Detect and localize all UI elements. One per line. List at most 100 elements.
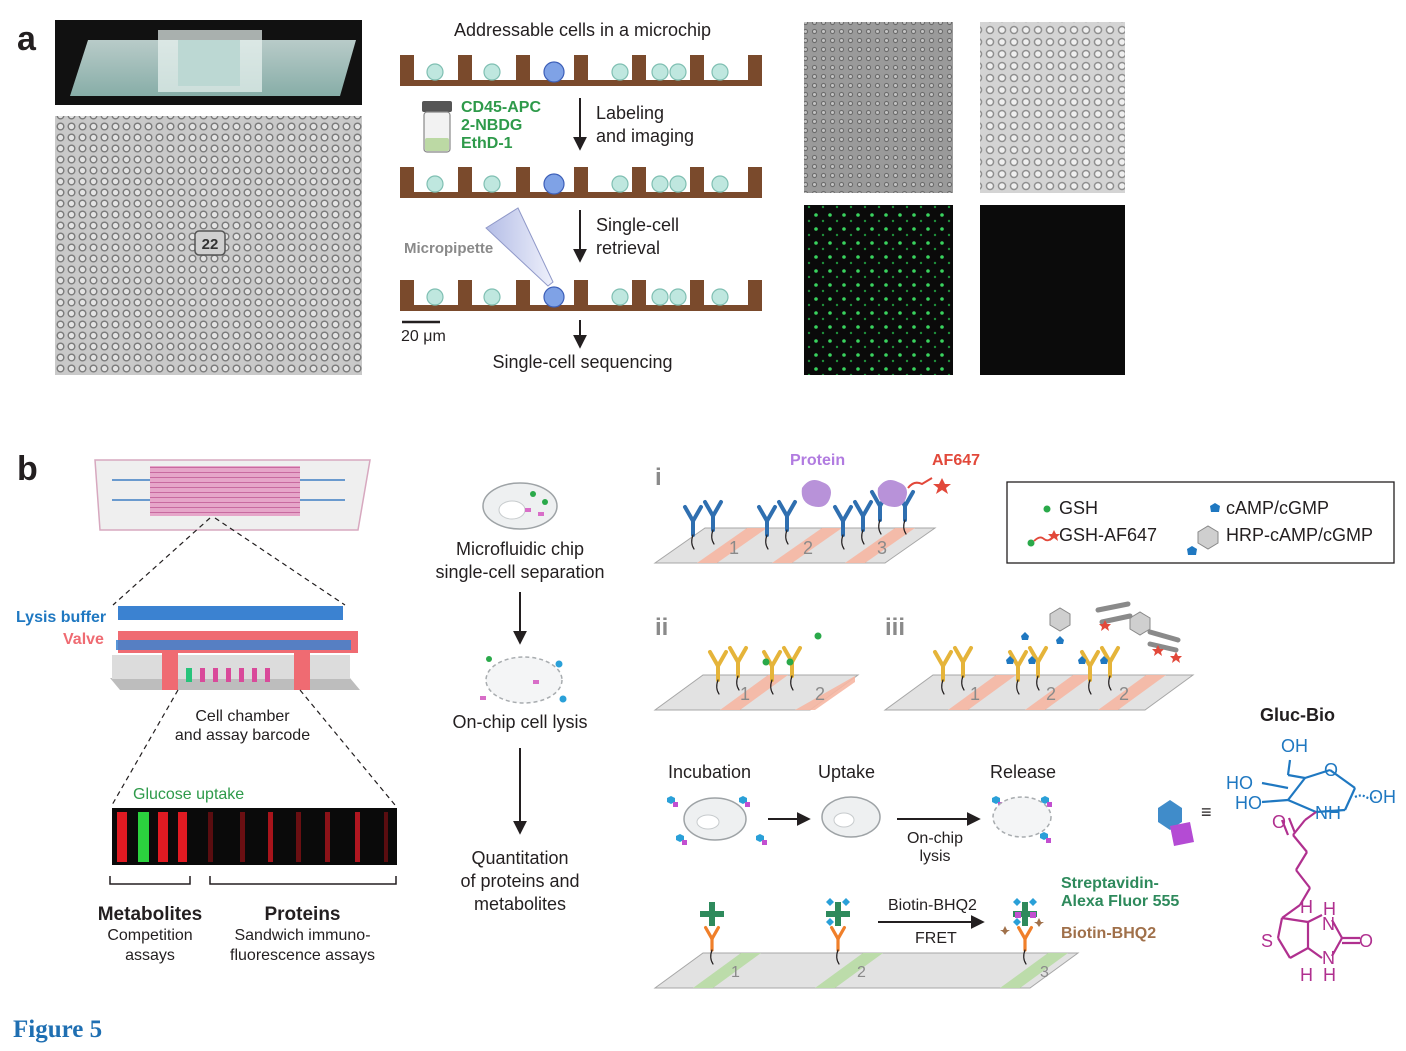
incubation-cell [683,797,747,841]
gluc-bio-structure [1261,759,1377,959]
atom-n-1: N [1322,914,1335,934]
antibody [1080,650,1100,695]
scale-bar-label: 20 μm [401,328,446,345]
antibody [953,646,973,691]
gsh-molecule [786,658,794,666]
strip-iii-num-1: 1 [970,684,981,704]
proteins-title: Proteins [264,904,341,925]
step-labeling: Labeling and imaging [596,102,694,148]
step-labeling-line1: Labeling [596,103,665,123]
step-retrieval-line2: retrieval [596,238,661,258]
antibody [777,500,797,545]
camp-molecule [1021,632,1029,640]
camp-molecule [1078,656,1086,664]
flow-step1: Microfluidic chip single-cell separation [415,538,625,584]
chip-row-2 [400,167,762,198]
chamber-caption-line2: and assay barcode [174,727,311,744]
hrp-camp-icon [1187,525,1219,555]
strip-i-num-2: 2 [803,538,814,558]
atom-n-2: N [1322,948,1335,968]
atom-oh-right: OH [1369,787,1396,807]
micrograph-brightfield-2 [980,22,1125,193]
antibody [1008,650,1028,695]
antibody [833,505,853,550]
biotin-bhq2-label: Biotin-BHQ2 [1061,925,1157,942]
gluc-bio-equiv: ≡ [1201,802,1212,822]
gluc-bio-molecule [1040,832,1051,843]
atom-o-ring: O [1324,760,1339,780]
micropipette-label: Micropipette [404,240,494,257]
antibody [933,650,953,695]
gsh-molecule [814,632,822,640]
atom-h-3: H [1300,965,1313,985]
legend-camp: cAMP/cGMP [1226,498,1330,518]
camp-icon [1210,503,1220,512]
atom-ho-2: HO [1235,793,1262,813]
flow-step2: On-chip cell lysis [452,712,588,732]
assay-barcode-image [112,808,397,865]
micropipette-shape [485,207,554,287]
antibody [1100,646,1120,691]
sub-label-iii: iii [885,614,906,641]
glucose-uptake-label: Glucose uptake [133,786,245,803]
legend-box [1006,481,1395,564]
strip-ii-num-1: 1 [740,684,751,704]
valve-label: Valve [63,631,104,648]
antibody [683,505,703,550]
zoom-line-right-2 [299,689,396,806]
atom-o-carbonyl: O [1272,812,1287,832]
strip-iii-num-2: 2 [1046,684,1057,704]
protein-label: Protein [790,452,846,469]
fret-label: FRET [915,930,957,947]
chip-mark-label: 22 [202,236,219,253]
uptake-label: Uptake [818,762,876,782]
flow-step3: Quantitation of proteins and metabolites [415,847,625,916]
atom-h-1: H [1300,897,1313,917]
camp-molecule [1028,656,1036,664]
strip-bottom-num-3: 3 [1040,964,1049,981]
antibody [703,500,723,545]
strip-bottom-num-1: 1 [731,964,740,981]
gluc-bio-molecule [1041,796,1052,807]
gluc-bio-title: Gluc-Bio [1260,705,1335,725]
streptavidin-label: Streptavidin- Alexa Fluor 555 [1061,875,1179,911]
gluc-bio-molecule [676,834,687,845]
metabolites-bracket [109,876,191,885]
lysed-cell [480,656,567,704]
flow-step1-line1: Microfluidic chip [455,539,585,559]
micrograph-brightfield-1 [804,22,953,193]
release-label: Release [990,762,1057,782]
reagent-cd45: CD45-APC [461,99,542,116]
glass-slide-photo [55,20,362,105]
figure-title: Figure 5 [13,1016,103,1043]
panel-letter-a: a [17,20,36,58]
proteins-block: Proteins Sandwich immuno- fluorescence a… [210,904,395,966]
reagent-list: CD45-APC 2-NBDG EthD-1 [461,99,541,153]
strip-i [653,527,937,564]
strip-iii-num-3: 2 [1119,684,1130,704]
legend-hrp-camp: HRP-cAMP/cGMP [1226,525,1374,545]
lysis-valve-schematic [110,606,360,690]
antibodies-ii-iii [708,632,1120,695]
step-retrieval: Single-cell retrieval [596,214,679,260]
biotin-bhq2-arrow-label: Biotin-BHQ2 [888,897,977,914]
micrograph-fluorescence-1 [804,205,953,375]
flow-step3-line3: metabolites [473,894,567,914]
proteins-desc-2: fluorescence assays [230,947,375,964]
atom-h-2: H [1323,899,1336,919]
release-cell [992,796,1052,838]
zoom-line-right-1 [214,517,346,606]
intact-cell [482,482,558,530]
protein-molecules [801,477,951,507]
chamber-caption-line1: Cell chamber [195,708,290,725]
atom-oh-top: OH [1281,736,1308,756]
step-labeling-line2: and imaging [596,126,695,146]
antibody [829,925,847,965]
sub-label-i: i [655,464,662,491]
strip-iii [883,674,1195,711]
flow-step3-line1: Quantitation [471,848,569,868]
strip-i-num-1: 1 [729,538,740,558]
af647-label: AF647 [932,452,981,469]
strip-ii [653,674,860,711]
